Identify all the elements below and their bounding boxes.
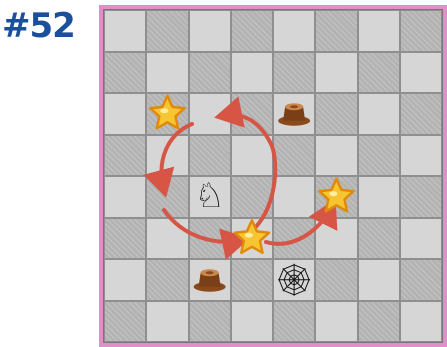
- square-b5[interactable]: [146, 135, 188, 177]
- square-a7[interactable]: [104, 52, 146, 94]
- square-h7[interactable]: [400, 52, 442, 94]
- square-e6[interactable]: [273, 93, 315, 135]
- square-f8[interactable]: [315, 10, 357, 52]
- square-e2[interactable]: [273, 259, 315, 301]
- square-h1[interactable]: [400, 301, 442, 343]
- square-h4[interactable]: [400, 176, 442, 218]
- square-d7[interactable]: [231, 52, 273, 94]
- square-a1[interactable]: [104, 301, 146, 343]
- square-e4[interactable]: [273, 176, 315, 218]
- square-f1[interactable]: [315, 301, 357, 343]
- square-e7[interactable]: [273, 52, 315, 94]
- square-b4[interactable]: [146, 176, 188, 218]
- square-h2[interactable]: [400, 259, 442, 301]
- square-e8[interactable]: [273, 10, 315, 52]
- square-a8[interactable]: [104, 10, 146, 52]
- square-d2[interactable]: [231, 259, 273, 301]
- square-f2[interactable]: [315, 259, 357, 301]
- square-b2[interactable]: [146, 259, 188, 301]
- square-d8[interactable]: [231, 10, 273, 52]
- chess-board: [104, 10, 442, 342]
- square-f4[interactable]: [315, 176, 357, 218]
- square-g3[interactable]: [358, 218, 400, 260]
- square-g1[interactable]: [358, 301, 400, 343]
- square-f7[interactable]: [315, 52, 357, 94]
- square-h3[interactable]: [400, 218, 442, 260]
- square-d1[interactable]: [231, 301, 273, 343]
- square-c6[interactable]: [189, 93, 231, 135]
- square-c2[interactable]: [189, 259, 231, 301]
- board-frame: [99, 5, 447, 347]
- square-c4[interactable]: [189, 176, 231, 218]
- square-g6[interactable]: [358, 93, 400, 135]
- square-b8[interactable]: [146, 10, 188, 52]
- square-a4[interactable]: [104, 176, 146, 218]
- square-a5[interactable]: [104, 135, 146, 177]
- square-g8[interactable]: [358, 10, 400, 52]
- square-f5[interactable]: [315, 135, 357, 177]
- square-d4[interactable]: [231, 176, 273, 218]
- square-b7[interactable]: [146, 52, 188, 94]
- square-f3[interactable]: [315, 218, 357, 260]
- square-h6[interactable]: [400, 93, 442, 135]
- square-g5[interactable]: [358, 135, 400, 177]
- square-a2[interactable]: [104, 259, 146, 301]
- square-h8[interactable]: [400, 10, 442, 52]
- square-e3[interactable]: [273, 218, 315, 260]
- square-a6[interactable]: [104, 93, 146, 135]
- square-c3[interactable]: [189, 218, 231, 260]
- square-c7[interactable]: [189, 52, 231, 94]
- square-b3[interactable]: [146, 218, 188, 260]
- square-d5[interactable]: [231, 135, 273, 177]
- square-d3[interactable]: [231, 218, 273, 260]
- square-g7[interactable]: [358, 52, 400, 94]
- square-e5[interactable]: [273, 135, 315, 177]
- square-a3[interactable]: [104, 218, 146, 260]
- square-g2[interactable]: [358, 259, 400, 301]
- square-e1[interactable]: [273, 301, 315, 343]
- square-f6[interactable]: [315, 93, 357, 135]
- square-c8[interactable]: [189, 10, 231, 52]
- square-c5[interactable]: [189, 135, 231, 177]
- square-g4[interactable]: [358, 176, 400, 218]
- puzzle-number: #52: [2, 6, 75, 46]
- square-c1[interactable]: [189, 301, 231, 343]
- square-d6[interactable]: [231, 93, 273, 135]
- square-b6[interactable]: [146, 93, 188, 135]
- square-h5[interactable]: [400, 135, 442, 177]
- square-b1[interactable]: [146, 301, 188, 343]
